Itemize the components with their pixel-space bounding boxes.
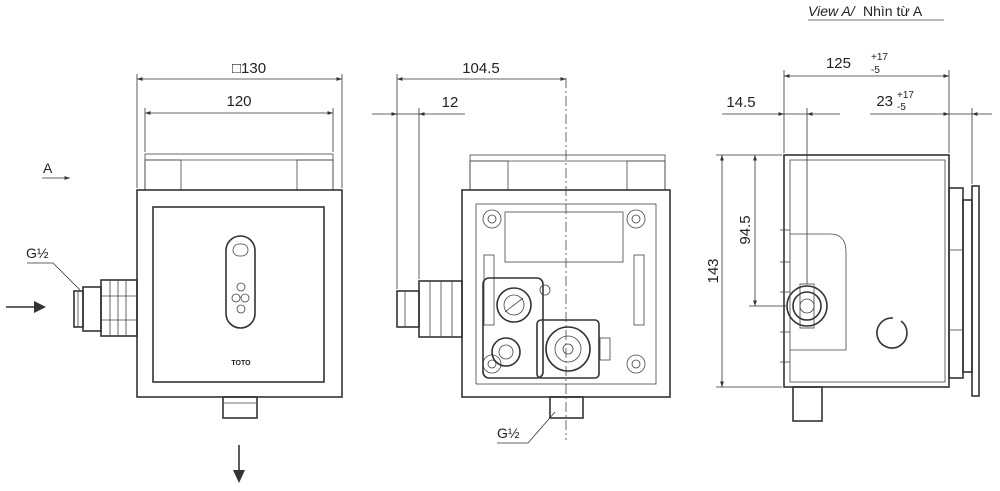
sensor-window — [225, 235, 256, 329]
dim-left-14-5: 14.5 — [726, 94, 755, 111]
internal-outlet-pipe — [549, 396, 584, 419]
dim-total-104-5: 104.5 — [462, 60, 500, 77]
dim-height-143: 143 — [705, 258, 722, 283]
front-mount-bracket — [144, 153, 334, 191]
dim-depth-125: 125 — [826, 55, 851, 72]
dim-offset-12: 12 — [442, 94, 459, 111]
corner-screw-icon — [482, 209, 502, 229]
dim-outer-130: □130 — [232, 60, 266, 77]
view-arrow-label: A — [43, 160, 53, 176]
outlet-thread-label: G½ — [497, 425, 520, 441]
internal-inlet-fitting — [396, 280, 463, 338]
dim-inlet-height-94-5: 94.5 — [737, 215, 754, 244]
side-outlet-pipe — [792, 386, 823, 422]
internal-outer-box — [461, 189, 671, 398]
sensor-lens-icon — [240, 293, 250, 303]
sensor-lens-icon — [236, 304, 246, 314]
internal-mount-bracket — [469, 154, 666, 191]
side-cover-plate — [948, 185, 980, 397]
internal-view: 104.5 12 G½ — [372, 60, 671, 444]
inlet-thread-label: G½ — [26, 245, 49, 261]
sensor-lens-icon — [231, 293, 241, 303]
solenoid-valve — [482, 277, 551, 379]
side-main-body — [783, 154, 950, 388]
front-inlet-fitting — [73, 279, 138, 337]
corner-screw-icon — [626, 209, 646, 229]
front-outlet-pipe — [222, 396, 258, 419]
view-arrow-a: A — [42, 160, 70, 180]
dim-right-23: 23 — [876, 93, 893, 110]
view-a-title-italic: View A/ — [808, 3, 857, 19]
flow-in-arrow-icon — [6, 301, 46, 313]
outlet-label-group: G½ — [497, 411, 556, 444]
dim-depth-tol-minus: -5 — [871, 65, 880, 76]
front-view: TOTO □130 120 A — [6, 60, 343, 483]
side-view-a: 125 +17 -5 14.5 23 +17 -5 143 94.5 — [705, 52, 992, 422]
brand-logo: TOTO — [231, 360, 251, 367]
flow-control-unit — [536, 319, 611, 379]
side-inlet-fitting — [786, 283, 828, 329]
dim-inner-120: 120 — [226, 93, 251, 110]
flow-out-arrow-icon — [233, 445, 245, 483]
dim-right-tol-plus: +17 — [897, 90, 914, 101]
dim-right-tol-minus: -5 — [897, 102, 906, 113]
inlet-label-group: G½ — [26, 245, 81, 291]
dim-depth-tol-plus: +17 — [871, 52, 888, 63]
side-indicator-icon — [876, 317, 908, 349]
view-a-title: View A/ Nhìn từ A — [808, 3, 944, 21]
corner-screw-icon — [626, 354, 646, 374]
sensor-lens-icon — [236, 282, 246, 292]
view-a-title-normal: Nhìn từ A — [863, 3, 923, 19]
front-cover-plate — [152, 206, 325, 383]
